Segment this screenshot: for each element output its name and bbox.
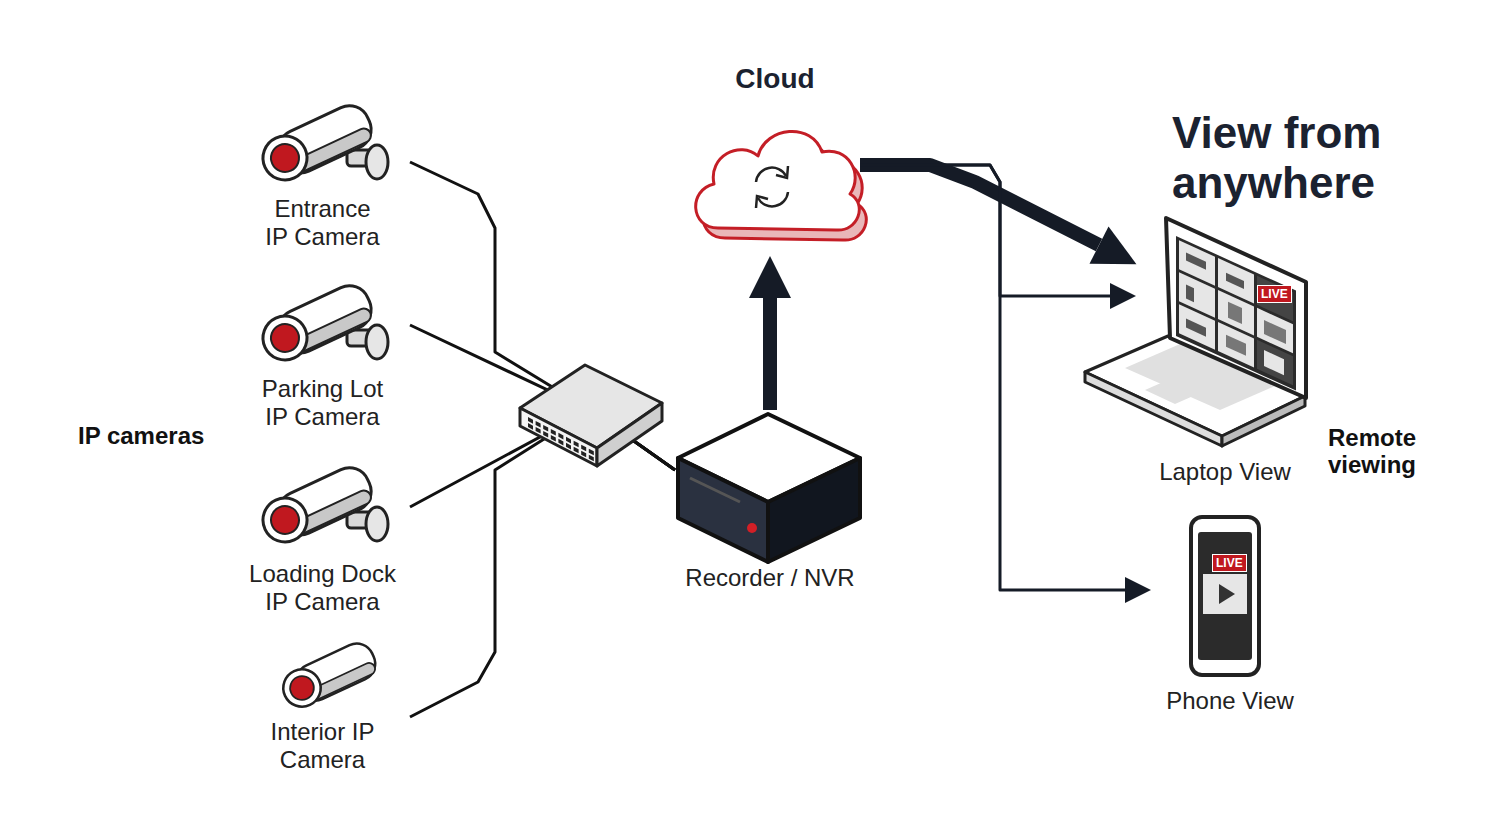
switch-port	[566, 443, 571, 450]
live-badge: LIVE	[1212, 554, 1247, 572]
thick-arrow	[763, 298, 777, 410]
switch-port	[581, 445, 586, 452]
node-label: Interior IP Camera	[260, 718, 385, 774]
node-label: Loading Dock IP Camera	[235, 560, 410, 616]
connector-line	[860, 165, 1110, 296]
switch-port	[551, 435, 556, 442]
camera-icon	[256, 279, 388, 367]
thick-arrow	[860, 165, 1099, 245]
switch-port	[536, 427, 541, 434]
recorder-node: Recorder / NVR	[675, 410, 865, 592]
network-switch	[520, 365, 662, 466]
switch-port	[528, 417, 533, 424]
node-label: Parking Lot IP Camera	[248, 375, 398, 431]
switch-port	[566, 437, 571, 444]
phone-node: Phone View	[1155, 512, 1305, 715]
camera-icon	[277, 638, 381, 713]
camera-node: Loading Dock IP Camera	[235, 458, 410, 616]
node-label: Phone View	[1155, 687, 1305, 715]
live-badge: LIVE	[1257, 285, 1292, 303]
switch-port	[574, 447, 579, 454]
recorder-nvr	[678, 414, 860, 562]
camera-icon	[256, 99, 388, 187]
group-label: Remote viewing	[1328, 424, 1440, 478]
node-label: Recorder / NVR	[675, 564, 865, 592]
node-label: Laptop View	[1140, 458, 1310, 486]
switch-port	[528, 423, 533, 430]
diagram-title: View from anywhere	[1172, 108, 1412, 208]
switch-port	[536, 421, 541, 428]
switch-port	[558, 439, 563, 446]
switch-port	[589, 455, 594, 462]
laptop-node: Laptop View	[1140, 215, 1310, 486]
connector-line	[410, 162, 675, 470]
camera-node: Parking Lot IP Camera	[235, 275, 410, 431]
node-label: Entrance IP Camera	[260, 195, 385, 251]
phone-icon	[1191, 517, 1259, 675]
connector-line	[410, 410, 675, 717]
switch-port	[551, 429, 556, 436]
switch-port	[543, 425, 548, 432]
camera-icon	[256, 461, 388, 549]
node-label: Cloud	[690, 62, 860, 96]
cloud-icon	[696, 131, 867, 240]
switch-port	[581, 451, 586, 458]
switch-port	[574, 441, 579, 448]
switch-port	[589, 449, 594, 456]
switch-port	[543, 431, 548, 438]
cloud-node: Cloud	[690, 62, 860, 252]
screen-tiles	[1176, 236, 1296, 391]
laptop-icon	[1085, 218, 1306, 446]
switch-port	[558, 433, 563, 440]
connector-line	[410, 325, 675, 470]
camera-node: Entrance IP Camera	[235, 95, 410, 251]
camera-node: Interior IP Camera	[235, 640, 410, 774]
group-label: IP cameras	[78, 422, 204, 450]
